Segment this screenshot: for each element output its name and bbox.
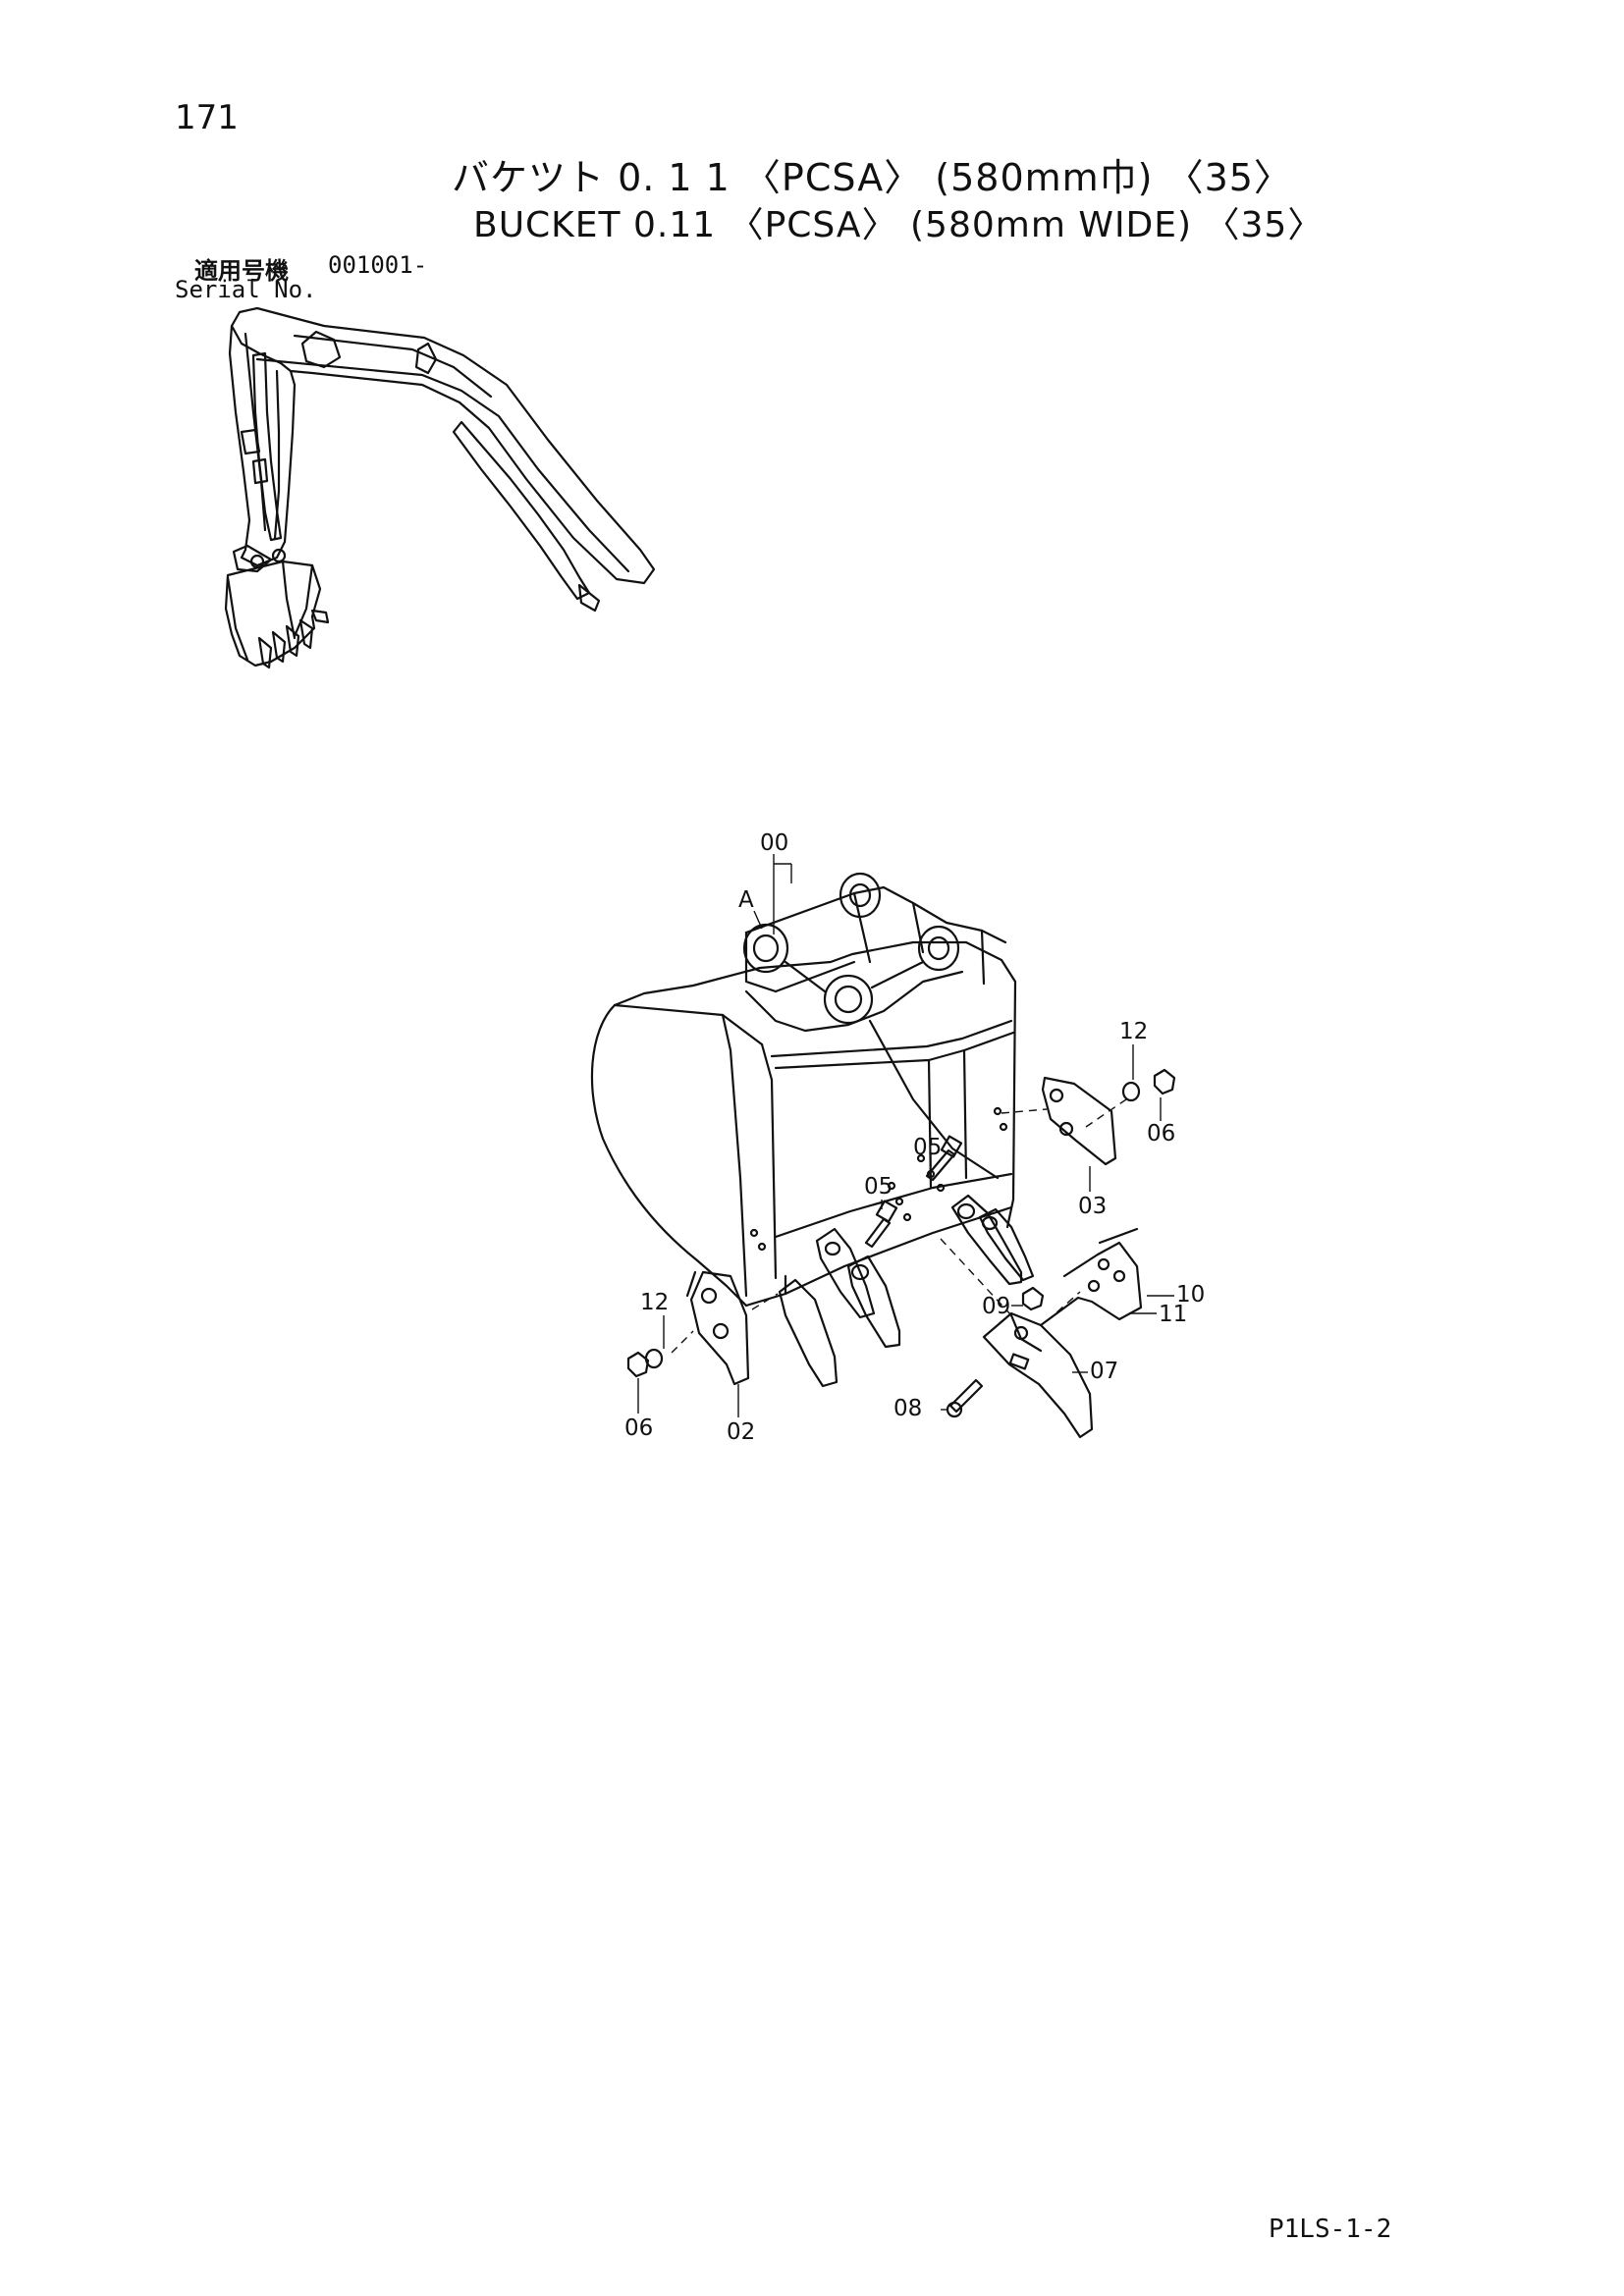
callout-11: 11: [1159, 1302, 1188, 1327]
callout-12-left: 12: [640, 1290, 670, 1315]
callout-06-top: 06: [1147, 1121, 1176, 1147]
callout-10: 10: [1176, 1282, 1206, 1308]
callout-09: 09: [982, 1294, 1011, 1319]
serial-label-japanese: 適用号機: [194, 257, 289, 285]
callout-A: A: [738, 887, 754, 913]
callout-02: 02: [727, 1419, 756, 1445]
document-code: P1LS-1-2: [1269, 2215, 1392, 2244]
serial-value: 001001-: [328, 251, 428, 279]
callout-08: 08: [893, 1396, 923, 1421]
callout-05-a: 05: [913, 1135, 943, 1160]
callout-12-top: 12: [1119, 1019, 1149, 1044]
callout-03: 03: [1078, 1194, 1108, 1219]
callout-00: 00: [760, 830, 789, 856]
callout-05-b: 05: [864, 1174, 893, 1200]
serial-label-english: Serial No.: [175, 276, 317, 303]
callout-07: 07: [1090, 1359, 1119, 1384]
page-number: 171: [175, 98, 239, 137]
title-japanese: バケツト 0. 1 1 〈PCSA〉 (580mm巾) 〈35〉: [452, 156, 1292, 199]
callout-06-left: 06: [624, 1415, 654, 1441]
title-english: BUCKET 0.11 〈PCSA〉 (580mm WIDE) 〈35〉: [473, 205, 1325, 245]
